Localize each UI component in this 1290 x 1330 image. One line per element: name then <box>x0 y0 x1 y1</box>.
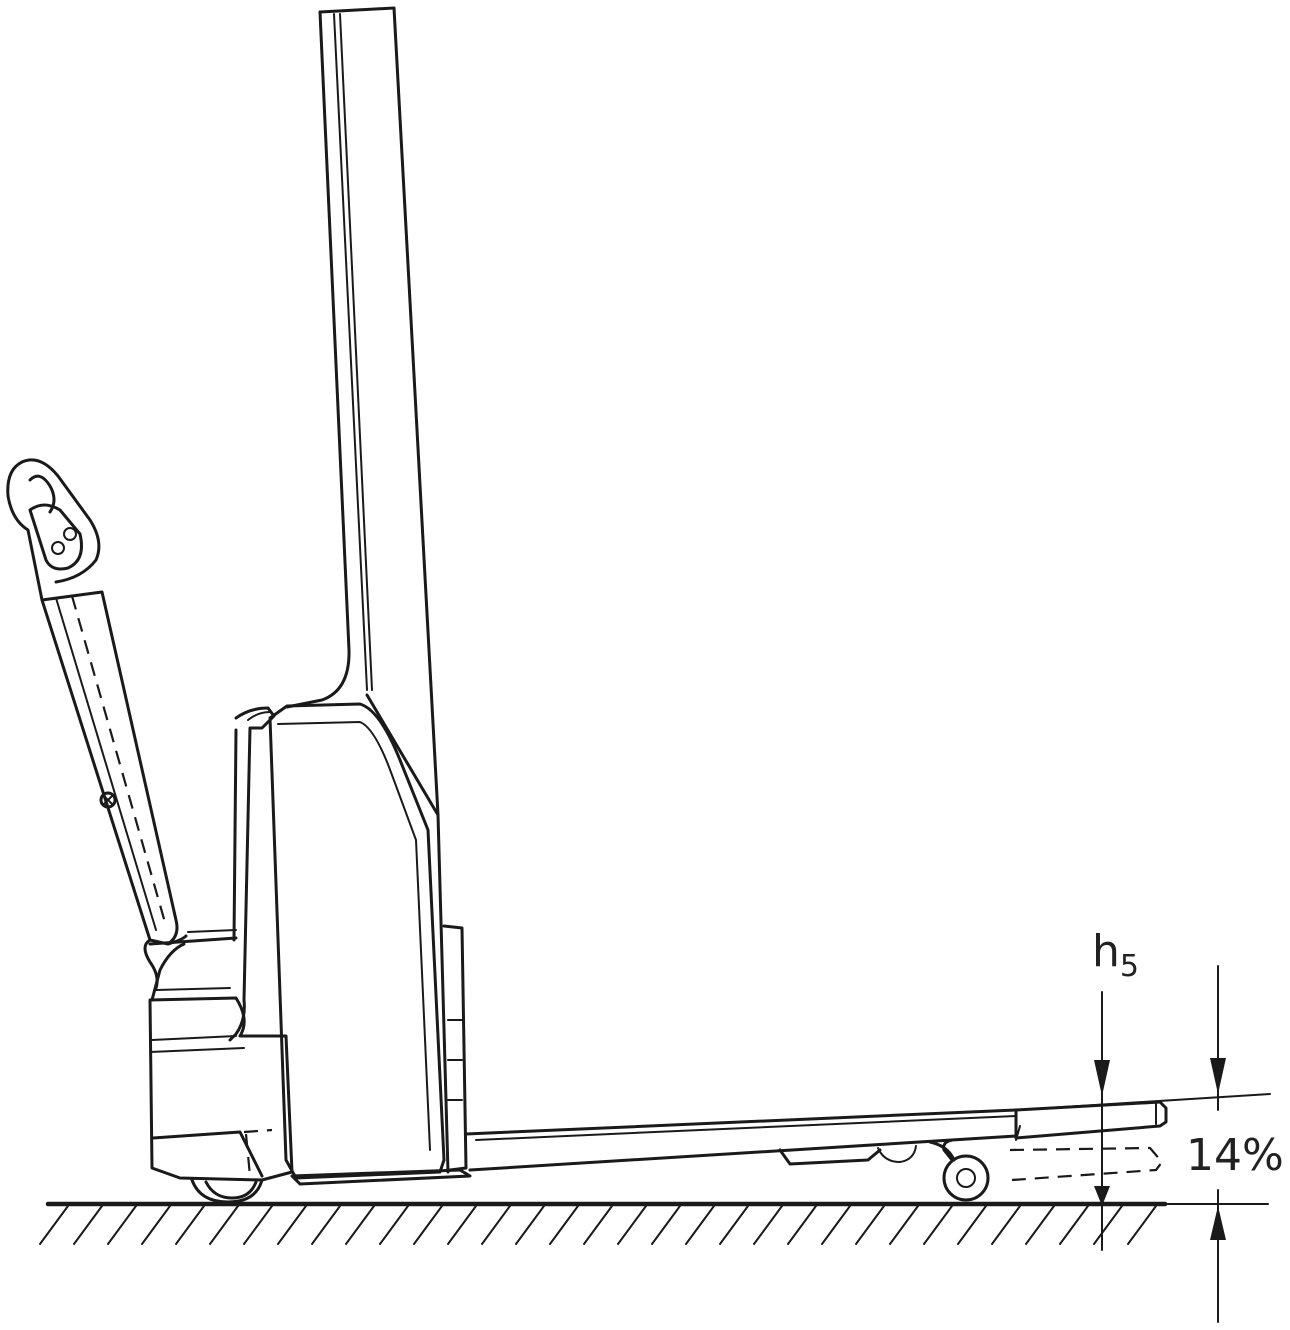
hatch-line <box>73 1205 103 1245</box>
hatch-line <box>1093 1205 1123 1245</box>
drive-wheel <box>190 1178 264 1204</box>
h5-label-subscript: 5 <box>1120 949 1139 984</box>
hatch-line <box>277 1205 307 1245</box>
hatch-line <box>175 1205 205 1245</box>
hatch-line <box>821 1205 851 1245</box>
hatch-line <box>617 1205 647 1245</box>
hatch-line <box>413 1205 443 1245</box>
dimension-h5 <box>1015 991 1271 1251</box>
hatch-line <box>651 1205 681 1245</box>
hatch-line <box>481 1205 511 1245</box>
hatch-line <box>1025 1205 1055 1245</box>
hatch-line <box>753 1205 783 1245</box>
floor <box>39 1201 1168 1245</box>
h5-label-main: h <box>1092 926 1120 977</box>
tiller-handle <box>6 458 188 990</box>
hatch-line <box>719 1205 749 1245</box>
mast <box>285 6 450 1174</box>
support-wheel <box>942 1138 990 1202</box>
hatch-line <box>311 1205 341 1245</box>
hatch-line <box>379 1205 409 1245</box>
floor-hatching <box>39 1205 1157 1245</box>
hatch-line <box>923 1205 953 1245</box>
hatch-line <box>1127 1205 1157 1245</box>
truck-body <box>148 702 472 1186</box>
hatch-line <box>549 1205 579 1245</box>
hatch-line <box>209 1205 239 1245</box>
hatch-line <box>515 1205 545 1245</box>
angle-label: 14% <box>1186 1130 1284 1181</box>
hatch-line <box>583 1205 613 1245</box>
hatch-line <box>855 1205 885 1245</box>
hatch-line <box>957 1205 987 1245</box>
hatch-line <box>345 1205 375 1245</box>
hatch-line <box>787 1205 817 1245</box>
hatch-line <box>889 1205 919 1245</box>
hatch-line <box>685 1205 715 1245</box>
hatch-line <box>39 1205 69 1245</box>
h5-label: h5 <box>1092 926 1139 984</box>
hatch-line <box>447 1205 477 1245</box>
fork <box>464 1100 1168 1182</box>
hatch-line <box>1059 1205 1089 1245</box>
hatch-line <box>243 1205 273 1245</box>
hatch-line <box>107 1205 137 1245</box>
hatch-line <box>141 1205 171 1245</box>
hatch-line <box>991 1205 1021 1245</box>
dimension-angle <box>1103 965 1269 1323</box>
